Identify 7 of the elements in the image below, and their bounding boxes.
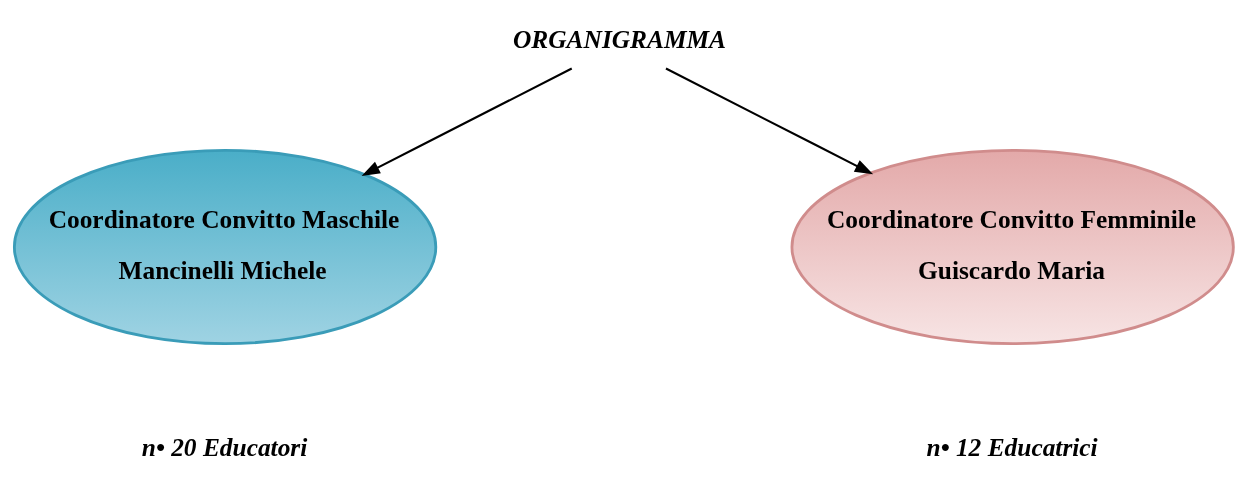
node-label: n• 12 Educatrici: [926, 432, 1098, 461]
node-ellipse: Coordinatore Convitto Maschile Mancinelli Michele: [12, 148, 438, 345]
arrow: [361, 67, 573, 176]
node-ellipse: Coordinatore Convitto Femminile Guiscardo Maria: [790, 148, 1235, 345]
arrow: [665, 67, 874, 174]
node-label: n• 20 Educatori: [141, 432, 308, 461]
node-text: ORGANIGRAMMA: [513, 24, 727, 53]
